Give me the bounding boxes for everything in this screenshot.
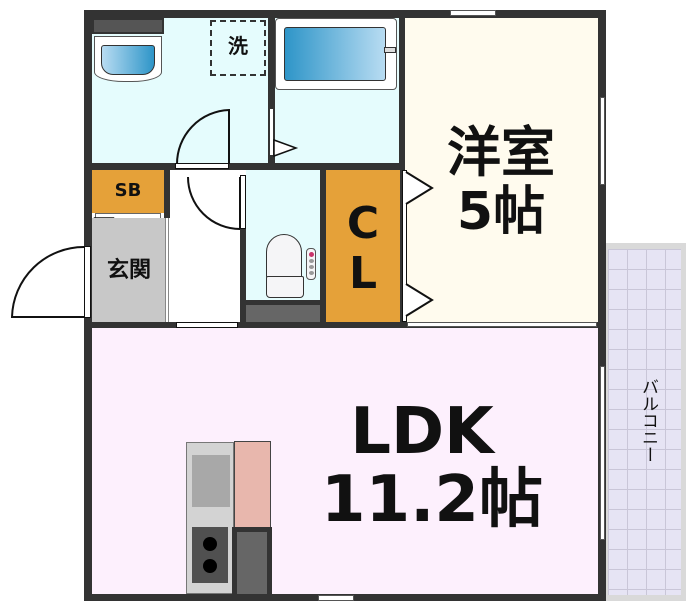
washroom-door[interactable] — [175, 163, 229, 169]
western-room-side-window — [600, 97, 605, 185]
wall-sb-right — [164, 170, 170, 218]
shoe-box-label: SB — [114, 180, 142, 201]
washer-space — [210, 20, 266, 76]
toilet-tank-shelf — [246, 300, 320, 322]
toilet-door-swing-icon — [187, 176, 241, 231]
washbasin-icon — [94, 36, 162, 82]
closet-label-l: L — [348, 248, 378, 299]
washer-label: 洗 — [228, 34, 248, 58]
hallway — [170, 170, 240, 322]
bath-door[interactable] — [269, 108, 274, 156]
western-room: 洋室 5帖 — [404, 18, 598, 322]
ldk-bottom-window — [318, 595, 354, 601]
western-ldk-sliding-door[interactable] — [407, 322, 597, 327]
sink-icon — [192, 455, 230, 507]
bathroom — [275, 18, 399, 163]
shoe-box: SB — [92, 170, 164, 213]
toilet-room — [246, 170, 320, 300]
closet-door[interactable] — [402, 170, 407, 322]
balcony-label: バルコニー — [638, 378, 658, 463]
bathtub-icon — [275, 18, 397, 90]
storage-cabinet — [232, 527, 272, 594]
wall-hall-toilet — [240, 229, 246, 328]
closet-door-swing-icon-bottom — [405, 283, 434, 317]
stove-icon — [192, 527, 228, 583]
ldk: LDK 11.2帖 — [92, 328, 598, 594]
fridge-space — [234, 441, 271, 529]
kitchen-counter — [186, 442, 234, 594]
bath-door-swing-icon — [273, 138, 299, 158]
front-door-swing-icon — [10, 246, 85, 318]
wall-wash-bath — [268, 18, 275, 170]
western-room-top-window — [450, 10, 496, 16]
wall-ldk-top — [84, 322, 606, 328]
western-room-size: 5帖 — [456, 182, 546, 242]
ldk-name: LDK — [350, 395, 494, 469]
outer-wall-top — [84, 10, 606, 18]
burner-icon — [203, 537, 217, 551]
entrance-label: 玄関 — [106, 258, 151, 283]
front-door[interactable] — [84, 246, 91, 318]
wall-mid-horizontal — [84, 163, 405, 170]
entrance-step — [165, 218, 169, 322]
ldk-size: 11.2帖 — [321, 463, 543, 537]
closet-door-swing-icon-top — [405, 171, 434, 205]
closet-label-c: C — [346, 198, 380, 249]
balcony-floor-grid — [608, 249, 681, 595]
western-room-name: 洋室 — [447, 121, 555, 184]
toilet-remote-icon — [306, 248, 316, 280]
ldk-balcony-window[interactable] — [600, 366, 605, 540]
vanity-cabinet — [92, 18, 164, 34]
entrance: 玄関 — [92, 218, 166, 322]
closet: C L — [326, 170, 400, 322]
balcony: バルコニー — [604, 243, 686, 601]
toilet-icon — [266, 234, 304, 298]
faucet-icon — [384, 47, 396, 53]
wall-toilet-closet — [320, 170, 326, 328]
washroom: 洗 — [92, 18, 268, 163]
washroom-door-swing-icon — [176, 108, 230, 165]
burner-icon — [203, 559, 217, 573]
outer-wall-right — [598, 10, 606, 601]
toilet-door[interactable] — [240, 175, 246, 229]
